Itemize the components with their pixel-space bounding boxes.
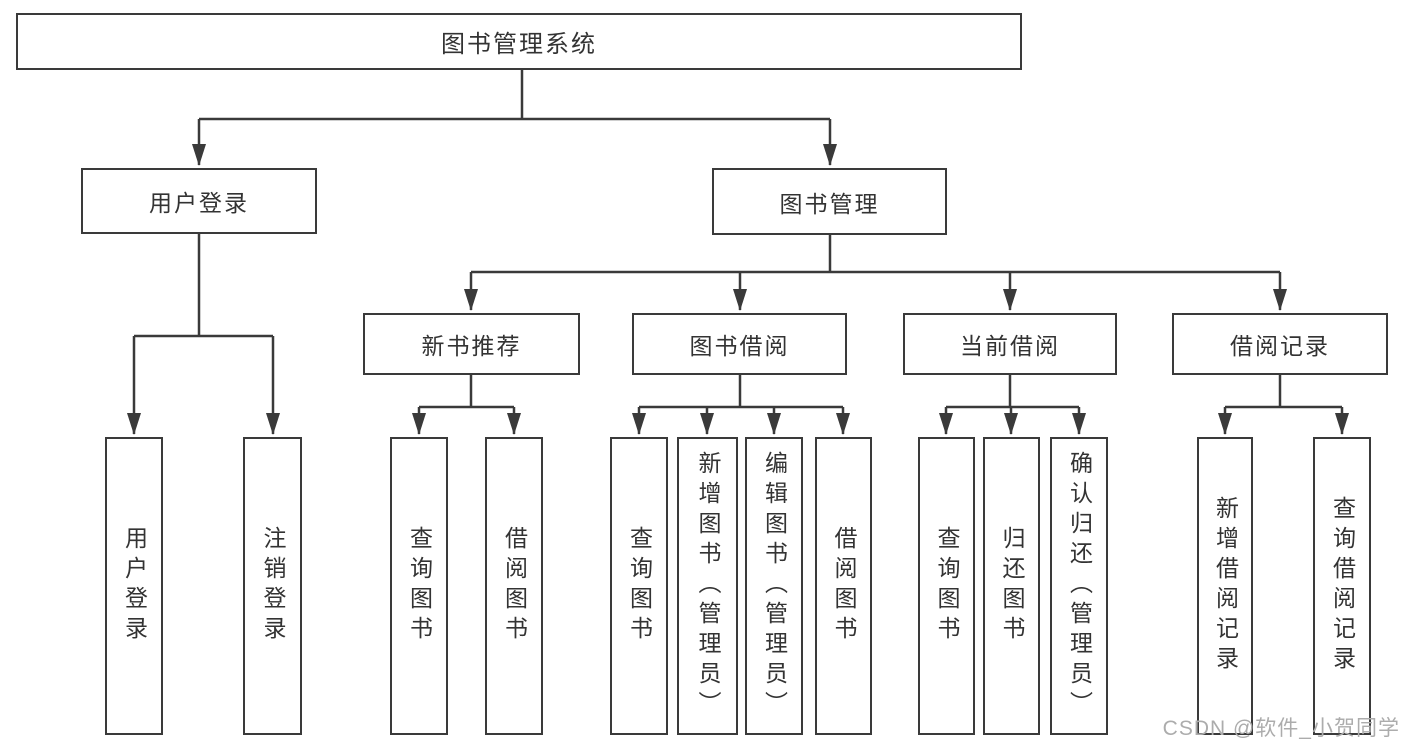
node-label: 用户登录 [121, 526, 148, 646]
node-label: 查询图书 [406, 526, 433, 646]
node-label: 查询图书 [934, 526, 960, 646]
node-borrow-books-recommend: 借阅图书 [485, 437, 543, 735]
node-label: 归还图书 [999, 526, 1025, 646]
node-new-book-recommend: 新书推荐 [363, 313, 580, 375]
node-query-books-current: 查询图书 [918, 437, 975, 735]
node-current-borrow: 当前借阅 [903, 313, 1117, 375]
node-label: 图书管理系统 [441, 31, 597, 58]
node-user-login: 用户登录 [81, 168, 317, 234]
node-label: 查询图书 [626, 526, 653, 646]
node-label: 借阅图书 [831, 526, 857, 646]
node-query-books-recommend: 查询图书 [390, 437, 448, 735]
node-label: 借阅图书 [501, 526, 528, 646]
node-add-borrow-record: 新增借阅记录 [1197, 437, 1253, 735]
node-book-borrow: 图书借阅 [632, 313, 847, 375]
node-library-management-system: 图书管理系统 [16, 13, 1022, 70]
node-query-borrow-record: 查询借阅记录 [1313, 437, 1371, 735]
node-confirm-return-admin: 确认归还（管理员） [1050, 437, 1108, 735]
node-label: 查询借阅记录 [1329, 496, 1356, 676]
node-label: 注销登录 [260, 526, 286, 646]
node-logout: 注销登录 [243, 437, 302, 735]
node-return-book: 归还图书 [983, 437, 1040, 735]
node-user-login-leaf: 用户登录 [105, 437, 163, 735]
node-label: 新增借阅记录 [1212, 496, 1239, 676]
node-label: 借阅记录 [1230, 333, 1330, 359]
node-label: 图书管理 [779, 190, 880, 217]
node-label: 新书推荐 [421, 333, 522, 359]
node-edit-book-admin: 编辑图书（管理员） [745, 437, 803, 735]
node-label: 编辑图书（管理员） [761, 451, 788, 721]
node-book-management: 图书管理 [712, 168, 947, 235]
node-label: 确认归还（管理员） [1066, 451, 1093, 721]
node-borrow-books-borrow: 借阅图书 [815, 437, 872, 735]
node-label: 当前借阅 [960, 333, 1060, 359]
node-borrow-record: 借阅记录 [1172, 313, 1388, 375]
node-add-book-admin: 新增图书（管理员） [677, 437, 738, 735]
node-query-books-borrow: 查询图书 [610, 437, 668, 735]
node-label: 用户登录 [149, 190, 249, 216]
node-label: 新增图书（管理员） [695, 451, 721, 721]
node-label: 图书借阅 [689, 333, 790, 359]
